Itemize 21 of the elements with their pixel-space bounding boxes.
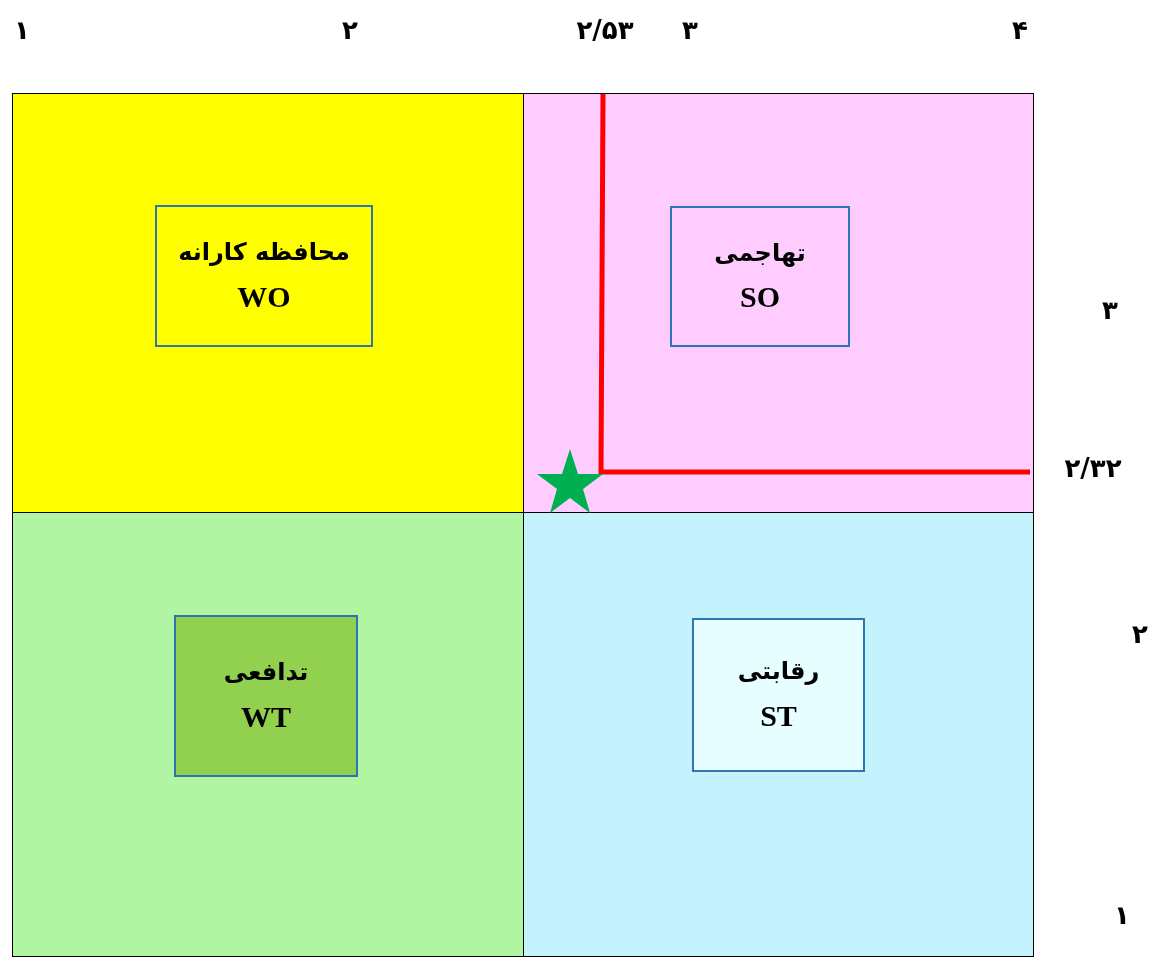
axis-tick-label: ۴: [1012, 15, 1028, 45]
strategy-name: محافظه کارانه: [178, 239, 350, 266]
strategy-code: SO: [740, 280, 780, 314]
axis-tick-label: ۲: [342, 15, 358, 45]
strategy-name: رقابتی: [737, 658, 820, 685]
strategy-name: تهاجمی: [714, 239, 806, 267]
strategy-name: تدافعی: [223, 659, 309, 686]
strategy-code: ST: [760, 698, 797, 732]
axis-tick-label: ۳: [1102, 295, 1118, 325]
axis-tick-label: ۱: [14, 15, 30, 45]
strategy-box: [155, 205, 373, 347]
strategy-code: WT: [241, 699, 291, 733]
strategy-box: [692, 618, 865, 772]
axis-tick-label: ۲/۵۳: [576, 15, 634, 45]
strategy-box: [670, 206, 850, 347]
strategy-box: [174, 615, 358, 777]
strategy-code: WO: [237, 279, 291, 313]
axis-tick-label: ۱: [1114, 900, 1130, 930]
axis-tick-label: ۲: [1132, 619, 1148, 649]
axis-tick-label: ۲/۳۲: [1064, 453, 1122, 483]
axis-tick-label: ۳: [682, 15, 698, 45]
